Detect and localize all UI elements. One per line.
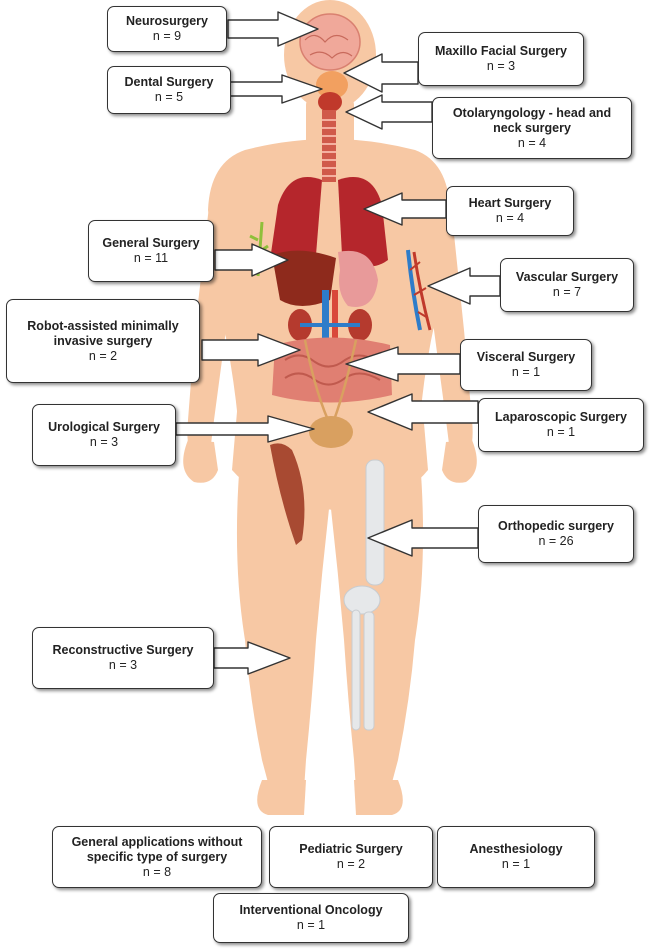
arrow-neurosurgery <box>227 11 319 47</box>
label-count: n = 4 <box>495 211 525 225</box>
bladder-illustration <box>303 339 358 448</box>
arrow-vascular <box>427 267 501 305</box>
label-neurosurgery: Neurosurgery n = 9 <box>107 6 227 52</box>
arrow-orthopedic <box>367 519 479 557</box>
label-title: Dental Surgery <box>124 75 214 89</box>
intestines-illustration <box>272 337 392 403</box>
label-title: Laparoscopic Surgery <box>495 410 627 424</box>
arrow-dental <box>227 74 323 104</box>
label-title: Otolaryngology - head and neck surgery <box>452 105 612 135</box>
leg-bone-illustration <box>343 459 385 731</box>
label-general-applications: General applications without specific ty… <box>52 826 262 888</box>
label-heart-surgery: Heart Surgery n = 4 <box>446 186 574 236</box>
label-visceral-surgery: Visceral Surgery n = 1 <box>460 339 592 391</box>
label-title: Maxillo Facial Surgery <box>435 44 567 58</box>
lungs-illustration <box>270 177 388 267</box>
label-title: Robot-assisted minimally invasive surger… <box>27 318 179 348</box>
arrow-robot <box>201 333 301 367</box>
label-count: n = 1 <box>511 365 541 379</box>
label-title: Visceral Surgery <box>476 350 576 364</box>
arrow-visceral <box>345 346 461 382</box>
label-urological-surgery: Urological Surgery n = 3 <box>32 404 176 466</box>
arrow-reconstructive <box>213 641 291 675</box>
label-count: n = 26 <box>538 534 574 548</box>
label-orthopedic-surgery: Orthopedic surgery n = 26 <box>478 505 634 563</box>
label-count: n = 1 <box>501 857 531 871</box>
arm-vessels-illustration <box>406 249 432 331</box>
label-title: General applications without specific ty… <box>71 834 243 864</box>
label-count: n = 2 <box>88 348 118 363</box>
label-title: Pediatric Surgery <box>299 842 403 856</box>
label-title: Vascular Surgery <box>515 270 619 284</box>
label-count: n = 1 <box>546 425 576 439</box>
arrow-urological <box>175 415 315 443</box>
label-count: n = 3 <box>108 658 138 672</box>
label-anesthesiology: Anesthesiology n = 1 <box>437 826 595 888</box>
label-title: Urological Surgery <box>48 420 160 434</box>
label-count: n = 2 <box>336 857 366 871</box>
arrow-heart <box>363 192 447 226</box>
label-count: n = 8 <box>142 864 172 879</box>
label-count: n = 3 <box>89 435 119 449</box>
label-title: Heart Surgery <box>468 196 552 210</box>
label-pediatric-surgery: Pediatric Surgery n = 2 <box>269 826 433 888</box>
kidneys-illustration <box>288 290 372 350</box>
label-count: n = 1 <box>296 918 326 932</box>
label-title: Interventional Oncology <box>239 903 383 917</box>
arrow-maxillo-facial <box>343 53 419 93</box>
label-maxillo-facial-surgery: Maxillo Facial Surgery n = 3 <box>418 32 584 86</box>
label-general-surgery: General Surgery n = 11 <box>88 220 214 282</box>
label-robot-assisted-surgery: Robot-assisted minimally invasive surger… <box>6 299 200 383</box>
arrow-general <box>214 243 289 277</box>
arrows <box>175 11 501 675</box>
trachea-illustration <box>322 110 336 182</box>
label-count: n = 9 <box>152 29 182 43</box>
label-dental-surgery: Dental Surgery n = 5 <box>107 66 231 114</box>
label-otolaryngology: Otolaryngology - head and neck surgery n… <box>432 97 632 159</box>
leg-muscle-illustration <box>270 443 305 545</box>
label-title: Orthopedic surgery <box>498 519 614 533</box>
label-interventional-oncology: Interventional Oncology n = 1 <box>213 893 409 943</box>
label-title: Anesthesiology <box>469 842 563 856</box>
brain-illustration <box>299 13 361 71</box>
arrow-otolaryngology <box>345 94 433 130</box>
arrow-laparoscopic <box>367 393 479 431</box>
label-count: n = 3 <box>486 59 516 73</box>
label-count: n = 5 <box>154 90 184 104</box>
label-count: n = 7 <box>552 285 582 299</box>
jaw-illustration <box>316 71 348 112</box>
label-laparoscopic-surgery: Laparoscopic Surgery n = 1 <box>478 398 644 452</box>
label-count: n = 4 <box>517 135 547 150</box>
label-title: Neurosurgery <box>126 14 208 28</box>
liver-illustration <box>272 250 336 306</box>
label-vascular-surgery: Vascular Surgery n = 7 <box>500 258 634 312</box>
label-title: General Surgery <box>102 236 200 250</box>
label-count: n = 11 <box>133 251 169 265</box>
label-title: Reconstructive Surgery <box>52 643 194 657</box>
stomach-illustration <box>338 250 378 307</box>
label-reconstructive-surgery: Reconstructive Surgery n = 3 <box>32 627 214 689</box>
